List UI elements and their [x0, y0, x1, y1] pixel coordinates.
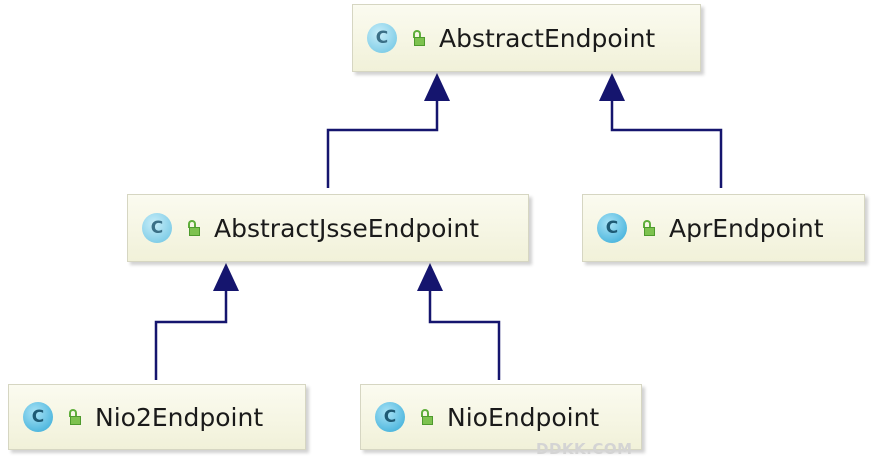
node-label: Nio2Endpoint	[95, 402, 264, 432]
public-lock-icon	[67, 409, 81, 425]
arrowhead-abstractjsse-left	[213, 263, 239, 291]
arrowhead-abstractjsse-right	[417, 263, 443, 291]
class-icon: C	[597, 213, 627, 243]
node-apr-endpoint[interactable]: C AprEndpoint	[582, 194, 865, 262]
node-label: AbstractJsseEndpoint	[214, 213, 480, 243]
public-lock-icon	[419, 409, 433, 425]
edge-abstractjsse-to-abstract	[326, 100, 439, 188]
edge-nio2-to-abstractjsse	[154, 290, 228, 380]
class-icon: C	[23, 402, 53, 432]
node-nio2-endpoint[interactable]: C Nio2Endpoint	[8, 384, 306, 450]
edge-apr-to-abstract	[610, 100, 723, 188]
node-label: NioEndpoint	[447, 402, 600, 432]
public-lock-icon	[411, 30, 425, 46]
public-lock-icon	[641, 220, 655, 236]
class-icon: C	[375, 402, 405, 432]
node-label: AprEndpoint	[669, 213, 824, 243]
edge-nio-to-abstractjsse	[428, 290, 501, 380]
arrowhead-abstract-right	[599, 73, 625, 101]
public-lock-icon	[186, 220, 200, 236]
node-nio-endpoint[interactable]: C NioEndpoint	[360, 384, 642, 450]
abstract-class-icon: C	[142, 213, 172, 243]
watermark: DDKK.COM	[536, 440, 633, 458]
node-abstract-endpoint[interactable]: C AbstractEndpoint	[352, 4, 701, 72]
arrowhead-abstract-left	[424, 73, 450, 101]
node-label: AbstractEndpoint	[439, 23, 656, 53]
node-abstract-jsse-endpoint[interactable]: C AbstractJsseEndpoint	[127, 194, 529, 262]
abstract-class-icon: C	[367, 23, 397, 53]
